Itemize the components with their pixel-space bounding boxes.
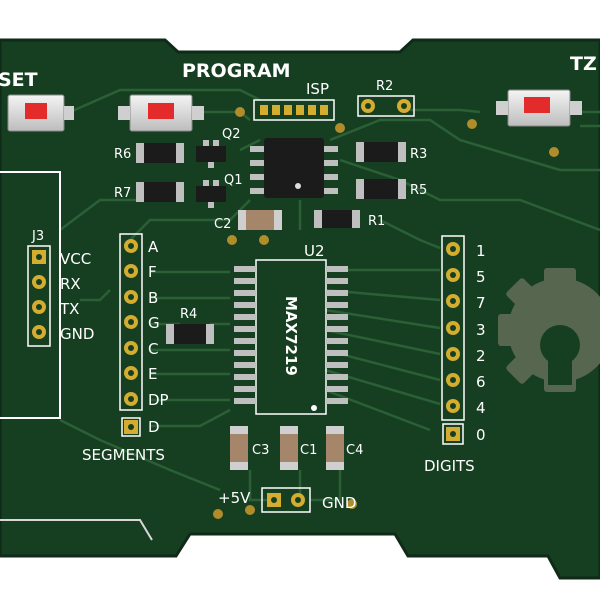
label-r5: R5 — [410, 183, 427, 198]
c1-capacitor — [280, 426, 298, 470]
tz-button[interactable] — [496, 89, 582, 127]
label-digit-0: 0 — [476, 426, 486, 444]
label-segments: SEGMENTS — [82, 446, 165, 464]
r6-resistor — [136, 143, 184, 163]
label-seg-a: A — [148, 238, 159, 256]
label-digit-2: 2 — [476, 347, 486, 365]
label-seg-c: C — [148, 340, 158, 358]
j3-outline — [0, 171, 61, 419]
q1-transistor — [196, 180, 226, 208]
isp-header — [253, 99, 335, 121]
vias — [213, 107, 559, 519]
r7-resistor — [136, 182, 184, 202]
r5-resistor — [356, 179, 406, 199]
label-digit-5: 5 — [476, 268, 486, 286]
label-r2: R2 — [376, 79, 393, 94]
program-button[interactable] — [118, 94, 204, 132]
label-r7: R7 — [114, 186, 131, 201]
label-r1: R1 — [368, 214, 385, 229]
label-isp: ISP — [306, 80, 329, 98]
label-seg-dp: DP — [148, 391, 169, 409]
label-reset: SET — [0, 69, 38, 91]
c4-capacitor — [326, 426, 344, 470]
label-max7219: MAX7219 — [282, 296, 300, 376]
label-gnd-bottom: GND — [322, 494, 356, 512]
label-c3: C3 — [252, 443, 269, 458]
label-digit-4: 4 — [476, 399, 486, 417]
label-j3: J3 — [31, 229, 44, 244]
label-u2: U2 — [304, 242, 325, 260]
label-c1: C1 — [300, 443, 317, 458]
segments-header — [119, 233, 143, 437]
reset-button[interactable] — [7, 94, 74, 132]
r4-resistor — [166, 324, 214, 344]
c3-capacitor — [230, 426, 248, 470]
j3-header — [27, 245, 51, 347]
oshw-logo — [498, 268, 600, 392]
label-tx: TX — [59, 300, 79, 318]
label-c4: C4 — [346, 443, 363, 458]
label-seg-f: F — [148, 263, 157, 281]
label-seg-d: D — [148, 418, 160, 436]
silkscreen-labels: SET PROGRAM TZ ISP R2 Q2 Q1 R6 R7 R3 R5 … — [0, 53, 597, 512]
label-digits: DIGITS — [424, 457, 475, 475]
label-q2: Q2 — [222, 127, 241, 142]
label-c2: C2 — [214, 217, 231, 232]
label-digit-3: 3 — [476, 321, 486, 339]
label-rx: RX — [60, 275, 81, 293]
label-vcc: VCC — [60, 250, 91, 268]
q2-transistor — [196, 140, 226, 168]
soic8-chip — [250, 138, 338, 198]
digits-header — [441, 235, 465, 445]
c2-capacitor — [238, 210, 282, 230]
label-seg-b: B — [148, 289, 158, 307]
label-seg-e: E — [148, 365, 157, 383]
r2-pads — [357, 95, 415, 117]
label-tz: TZ — [570, 53, 597, 75]
label-r6: R6 — [114, 147, 131, 162]
r1-resistor — [314, 210, 360, 228]
label-digit-6: 6 — [476, 373, 486, 391]
label-r3: R3 — [410, 147, 427, 162]
label-q1: Q1 — [224, 173, 243, 188]
label-program: PROGRAM — [182, 60, 291, 82]
r3-resistor — [356, 142, 406, 162]
label-plus5v: +5V — [218, 489, 251, 507]
label-gnd-left: GND — [60, 325, 94, 343]
label-digit-1: 1 — [476, 242, 486, 260]
label-digit-7: 7 — [476, 294, 486, 312]
label-r4: R4 — [180, 307, 197, 322]
label-seg-g: G — [148, 314, 160, 332]
max7219-chip — [234, 259, 348, 415]
power-header — [261, 487, 311, 513]
